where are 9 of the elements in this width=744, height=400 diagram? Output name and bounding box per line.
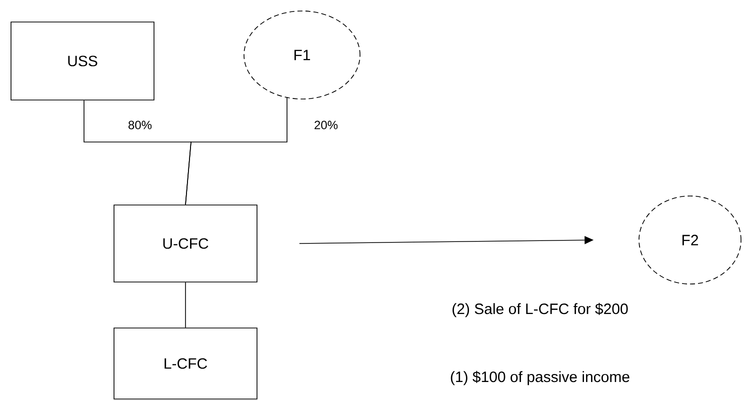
connector-line	[185, 96, 288, 205]
connector-line	[185, 282, 186, 328]
entity-box: U-CFC	[114, 204, 258, 282]
entity-box: L-CFC	[114, 328, 258, 400]
edge-label: (2) Sale of L-CFC for $200	[452, 302, 628, 318]
note-text: (1) $100 of passive income	[450, 370, 630, 386]
edge-label: 20%	[314, 120, 338, 130]
edge-label: 80%	[128, 120, 152, 130]
entity-box: USS	[10, 22, 154, 100]
